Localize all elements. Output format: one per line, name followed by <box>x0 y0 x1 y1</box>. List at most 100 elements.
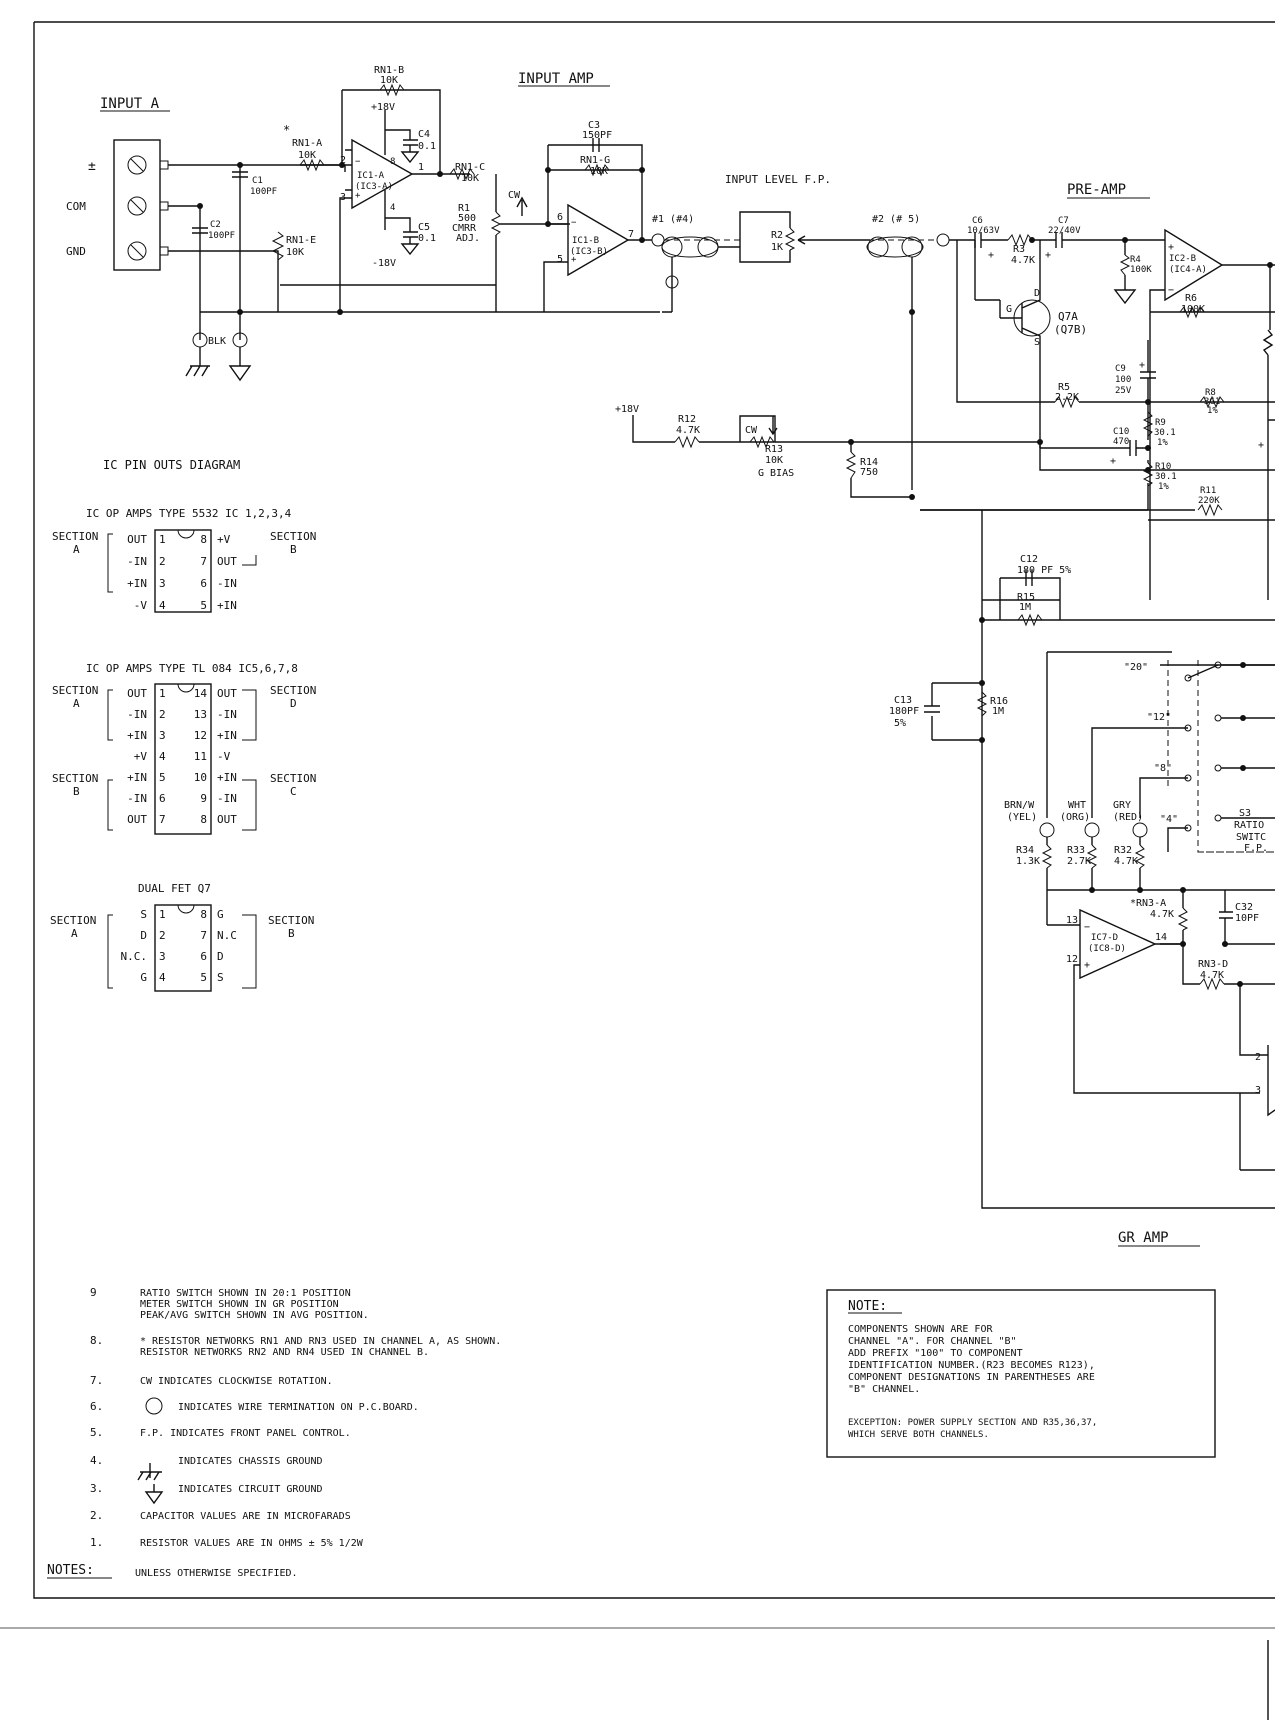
pin-number-right: 8 <box>200 908 207 921</box>
note-box-line: COMPONENTS SHOWN ARE FOR <box>848 1324 993 1335</box>
svg-text:R10: R10 <box>1155 462 1171 472</box>
svg-text:470: 470 <box>1113 437 1129 447</box>
pin-name-right: S <box>217 971 224 984</box>
svg-text:R32: R32 <box>1114 845 1132 856</box>
pin-name-right: +IN <box>217 599 237 612</box>
pin-name-right: -IN <box>217 577 237 590</box>
input-terminal-block <box>113 139 169 271</box>
svg-text:+: + <box>1168 242 1174 253</box>
pin-number-left: 3 <box>159 577 166 590</box>
heading-input-a: INPUT A <box>100 96 160 112</box>
pin-name-left: OUT <box>127 533 147 546</box>
svg-text:R6: R6 <box>1185 293 1197 304</box>
label-input-level: INPUT LEVEL F.P. <box>725 173 831 186</box>
note-text: RATIO SWITCH SHOWN IN 20:1 POSITION <box>140 1288 351 1299</box>
pin-number-right: 7 <box>200 929 207 942</box>
pin-number-right: 12 <box>194 729 207 742</box>
svg-text:D: D <box>1034 288 1040 299</box>
svg-text:RN1-E: RN1-E <box>286 235 316 246</box>
svg-text:GRY: GRY <box>1113 800 1131 811</box>
svg-text:30.1: 30.1 <box>1155 472 1177 482</box>
svg-text:R1: R1 <box>458 203 470 214</box>
svg-text:−: − <box>355 157 361 167</box>
pin-number-right: 6 <box>200 950 207 963</box>
note-box-line: IDENTIFICATION NUMBER.(R23 BECOMES R123)… <box>848 1360 1095 1371</box>
svg-text:+: + <box>1139 360 1145 371</box>
svg-text:750: 750 <box>860 467 878 478</box>
pin-number-left: 7 <box>159 813 166 826</box>
pin-name-left: -IN <box>127 555 147 568</box>
svg-text:4: 4 <box>390 203 395 213</box>
note-text: INDICATES WIRE TERMINATION ON P.C.BOARD. <box>178 1402 419 1413</box>
svg-text:CW: CW <box>745 425 758 436</box>
svg-text:100PF: 100PF <box>208 231 235 241</box>
pin-name-left: OUT <box>127 687 147 700</box>
svg-text:B: B <box>290 543 297 556</box>
svg-text:30.1: 30.1 <box>1154 428 1176 438</box>
svg-text:*: * <box>283 123 290 137</box>
pin-number-right: 13 <box>194 708 207 721</box>
svg-text:1%: 1% <box>1158 482 1169 492</box>
svg-text:(ORG): (ORG) <box>1060 812 1090 823</box>
svg-text:+: + <box>1045 250 1051 261</box>
svg-text:SWITC: SWITC <box>1236 832 1266 843</box>
svg-text:4.7K: 4.7K <box>1150 909 1174 920</box>
svg-text:C12: C12 <box>1020 554 1038 565</box>
svg-text:10/63V: 10/63V <box>967 226 1000 236</box>
svg-text:DUAL FET Q7: DUAL FET Q7 <box>138 882 211 895</box>
note-text: PEAK/AVG SWITCH SHOWN IN AVG POSITION. <box>140 1310 369 1321</box>
svg-text:7: 7 <box>628 229 634 240</box>
svg-text:(YEL): (YEL) <box>1007 812 1037 823</box>
svg-text:3G1: 3G1 <box>1204 397 1220 407</box>
svg-text:R9: R9 <box>1155 418 1166 428</box>
pin-name-left: -IN <box>127 792 147 805</box>
svg-text:BLK: BLK <box>208 336 226 347</box>
svg-text:+18V: +18V <box>371 102 395 113</box>
svg-text:10K: 10K <box>298 150 316 161</box>
pin-name-right: +V <box>217 533 231 546</box>
svg-text:6: 6 <box>557 212 563 223</box>
svg-text:100PF: 100PF <box>250 187 277 197</box>
pin-number-right: 5 <box>200 971 207 984</box>
svg-text:+: + <box>571 255 577 265</box>
svg-text:RN1-B: RN1-B <box>374 65 404 76</box>
sheet-border <box>33 21 1275 1599</box>
pinout-5532 <box>107 529 257 613</box>
svg-text:(Q7B): (Q7B) <box>1054 323 1087 336</box>
pin-number-left: 3 <box>159 950 166 963</box>
svg-text:IC OP AMPS TYPE TL 084 IC5,6,7: IC OP AMPS TYPE TL 084 IC5,6,7,8 <box>86 662 298 675</box>
note-text: * RESISTOR NETWORKS RN1 AND RN3 USED IN … <box>140 1336 501 1347</box>
pin-number-left: 2 <box>159 929 166 942</box>
pin-name-left: +IN <box>127 577 147 590</box>
note-number: 8. <box>90 1334 103 1347</box>
svg-text:C1: C1 <box>252 176 263 186</box>
svg-text:R4: R4 <box>1130 255 1141 265</box>
pin-number-right: 8 <box>200 533 207 546</box>
svg-text:RN1-G: RN1-G <box>580 155 610 166</box>
svg-text:2: 2 <box>340 155 346 166</box>
svg-text:(IC3-A): (IC3-A) <box>355 182 393 192</box>
pinout-tl084 <box>107 683 257 835</box>
chassis-ground-note-icon <box>137 1463 162 1481</box>
svg-text:4.7K: 4.7K <box>1114 856 1138 867</box>
svg-text:R15: R15 <box>1017 592 1035 603</box>
svg-text:C4: C4 <box>418 129 430 140</box>
svg-text:BRN/W: BRN/W <box>1004 800 1035 811</box>
svg-text:RN1-A: RN1-A <box>292 138 322 149</box>
svg-text:SECTION: SECTION <box>270 530 316 543</box>
note-number: 1. <box>90 1536 103 1549</box>
svg-text:SECTION: SECTION <box>50 914 96 927</box>
svg-text:4.7K: 4.7K <box>676 425 700 436</box>
pin-number-left: 4 <box>159 599 166 612</box>
pin-name-right: -IN <box>217 792 237 805</box>
pin-name-right: OUT <box>217 555 237 568</box>
pin-name-left: -V <box>134 599 148 612</box>
svg-text:22/40V: 22/40V <box>1048 226 1081 236</box>
svg-text:4.7K: 4.7K <box>1011 255 1035 266</box>
svg-text:1M: 1M <box>1019 602 1031 613</box>
svg-text:R12: R12 <box>678 414 696 425</box>
svg-text:+18V: +18V <box>615 404 639 415</box>
note-text: METER SWITCH SHOWN IN GR POSITION <box>140 1299 339 1310</box>
svg-text:A: A <box>73 543 80 556</box>
pin-name-right: N.C <box>217 929 237 942</box>
